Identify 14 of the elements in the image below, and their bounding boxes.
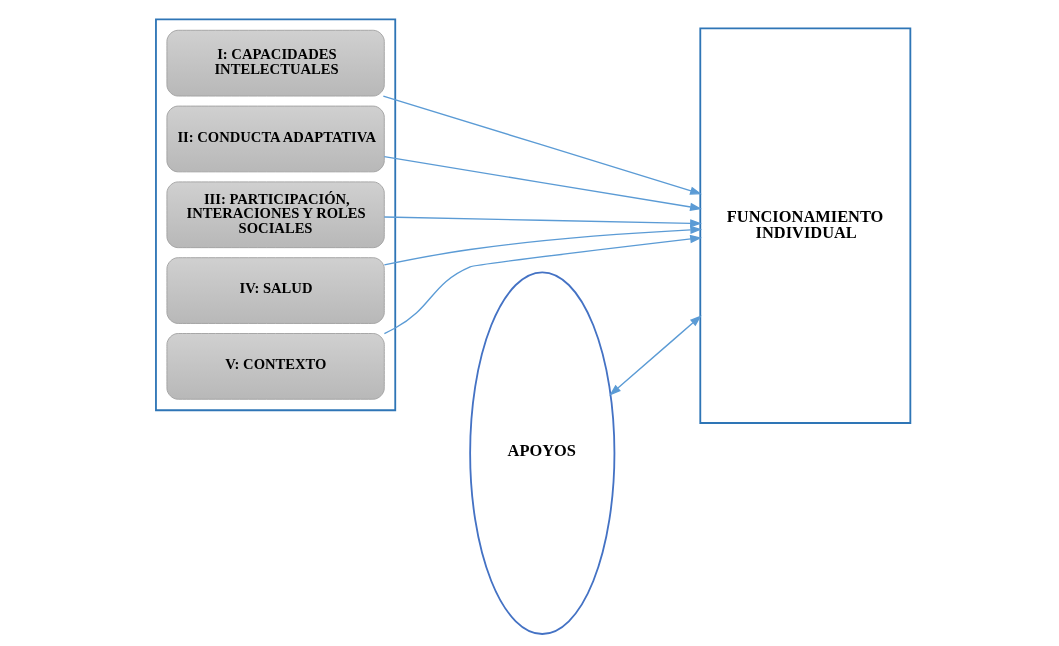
arrow bbox=[382, 95, 702, 195]
node-box: V: CONTEXTO bbox=[166, 333, 385, 400]
arrow bbox=[609, 315, 702, 396]
node-box: III: PARTICIPACIÓN, INTERACIONES Y ROLES SOCIALES bbox=[166, 181, 385, 249]
cluster bbox=[155, 18, 397, 412]
node-box: FUNCIONAMIENTO INDIVIDUAL bbox=[699, 27, 912, 424]
node-box: I: CAPACIDADES INTELECTUALES bbox=[166, 29, 385, 97]
node-box: IV: SALUD bbox=[166, 257, 385, 324]
arrow bbox=[383, 216, 702, 228]
arrow bbox=[383, 234, 703, 335]
arrow bbox=[383, 225, 703, 266]
node-ellipse: APOYOS bbox=[469, 271, 616, 635]
node-box: II: CONDUCTA ADAPTATIVA bbox=[166, 105, 385, 173]
arrow bbox=[383, 156, 702, 212]
